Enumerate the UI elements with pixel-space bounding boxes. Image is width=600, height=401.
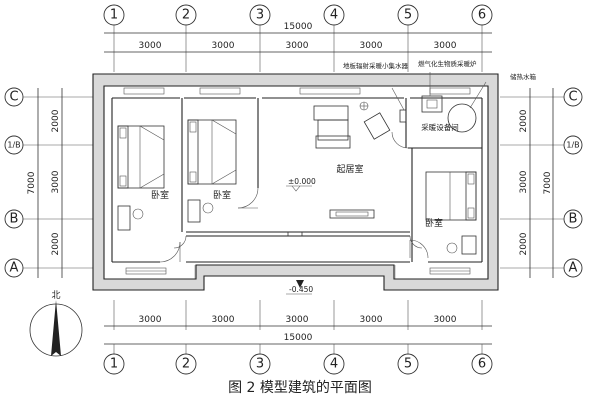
dim-top-4: 3000 xyxy=(360,41,383,51)
svg-text:5: 5 xyxy=(404,8,412,23)
svg-text:C: C xyxy=(568,90,577,105)
windows xyxy=(123,87,471,275)
svg-text:6: 6 xyxy=(478,357,486,372)
water-tank-icon xyxy=(447,103,477,133)
manifold-icon xyxy=(399,109,407,123)
north-label: 北 xyxy=(51,290,60,301)
svg-text:6: 6 xyxy=(478,8,486,23)
desks xyxy=(117,199,477,255)
total-depth-left: 7000 xyxy=(27,171,37,194)
annotation-floor-heating: 地板辐射采暖小集水器 xyxy=(343,61,409,70)
axis-bubble-top-5: 5 xyxy=(397,4,419,26)
dim-left-3: 2000 xyxy=(51,232,61,255)
axis-bubble-bottom-5: 5 xyxy=(397,353,419,375)
dim-bottom-1: 3000 xyxy=(139,315,162,325)
right-dimension-lines: 2000 3000 2000 7000 xyxy=(500,88,564,278)
bed-right xyxy=(425,171,477,221)
axis-bubble-right-B: B xyxy=(563,209,583,229)
axis-bubble-bottom-6: 6 xyxy=(471,353,493,375)
svg-text:1: 1 xyxy=(110,357,118,372)
svg-text:C: C xyxy=(9,90,18,105)
north-arrow: 北 xyxy=(29,290,83,357)
bed-left-1 xyxy=(117,125,165,189)
axis-bubble-top-2: 2 xyxy=(175,4,197,26)
svg-text:B: B xyxy=(569,212,578,227)
svg-text:4: 4 xyxy=(330,8,338,23)
dim-bottom-2: 3000 xyxy=(212,315,235,325)
axis-bubble-left-C: C xyxy=(4,87,24,107)
dim-right-1: 2000 xyxy=(519,109,529,132)
svg-text:-0.450: -0.450 xyxy=(289,285,313,294)
svg-text:2: 2 xyxy=(182,8,190,23)
bottom-column-axis-bubbles: 1 2 3 4 5 6 xyxy=(103,353,493,375)
svg-text:±0.000: ±0.000 xyxy=(288,177,316,186)
right-row-axis-bubbles: C 1/B B A xyxy=(563,87,583,278)
axis-bubble-top-3: 3 xyxy=(249,4,271,26)
svg-text:1/B: 1/B xyxy=(7,141,20,150)
axis-bubble-right-C: C xyxy=(563,87,583,107)
total-width-top: 15000 xyxy=(284,22,313,32)
svg-text:2: 2 xyxy=(182,357,190,372)
dim-right-3: 2000 xyxy=(519,232,529,255)
dim-bottom-3: 3000 xyxy=(286,315,309,325)
level-mark-ground: -0.450 xyxy=(286,280,313,295)
axis-bubble-top-1: 1 xyxy=(103,4,125,26)
dim-top-2: 3000 xyxy=(212,41,235,51)
room-label-equipment: 采暖设备间 xyxy=(421,122,459,132)
axis-bubble-left-A: A xyxy=(4,258,24,278)
bed-left-2 xyxy=(187,119,237,185)
axis-bubble-bottom-4: 4 xyxy=(323,353,345,375)
room-label-bedroom-2: 卧室 xyxy=(213,189,231,201)
building-outline xyxy=(92,73,499,291)
annotation-water-tank: 储热水箱 xyxy=(510,72,537,81)
left-dimension-lines: 7000 2000 3000 2000 xyxy=(23,88,100,278)
figure-caption: 图 2 模型建筑的平面图 xyxy=(228,380,372,396)
dim-left-1: 2000 xyxy=(51,109,61,132)
axis-bubble-top-6: 6 xyxy=(471,4,493,26)
dim-top-1: 3000 xyxy=(139,41,162,51)
room-label-living: 起居室 xyxy=(336,163,363,175)
svg-text:A: A xyxy=(10,261,19,276)
top-column-axis-bubbles: 1 2 3 4 5 6 xyxy=(103,4,493,26)
svg-text:B: B xyxy=(10,212,19,227)
left-row-axis-bubbles: C 1/B B A xyxy=(4,87,24,278)
equipment-room-items xyxy=(391,72,487,133)
room-label-bedroom-1: 卧室 xyxy=(151,189,169,201)
svg-text:4: 4 xyxy=(330,357,338,372)
dim-right-2: 3000 xyxy=(519,170,529,193)
room-label-bedroom-3: 卧室 xyxy=(425,217,443,229)
sofa-set xyxy=(313,101,391,149)
doors xyxy=(159,131,429,263)
total-depth-right: 7000 xyxy=(543,171,553,194)
floor-plan-diagram: 1 2 3 4 5 6 15000 3000 3000 3000 3000 30… xyxy=(4,4,583,375)
tv-cabinet xyxy=(329,209,375,219)
svg-text:1: 1 xyxy=(110,8,118,23)
svg-text:3: 3 xyxy=(256,357,264,372)
axis-bubble-right-A: A xyxy=(563,258,583,278)
annotation-boiler: 燃气化生物质采暖炉 xyxy=(418,59,477,68)
dim-bottom-5: 3000 xyxy=(434,315,457,325)
axis-bubble-left-B: B xyxy=(4,209,24,229)
bottom-dimension-lines: 3000 3000 3000 3000 3000 15000 xyxy=(104,300,492,354)
axis-bubble-bottom-1: 1 xyxy=(103,353,125,375)
dim-left-2: 3000 xyxy=(51,170,61,193)
total-width-bottom: 15000 xyxy=(284,333,313,343)
boiler-icon xyxy=(421,95,443,113)
axis-bubble-left-1B: 1/B xyxy=(4,135,24,155)
dim-top-3: 3000 xyxy=(286,41,309,51)
dim-bottom-4: 3000 xyxy=(360,315,383,325)
axis-bubble-bottom-2: 2 xyxy=(175,353,197,375)
top-dimension-lines: 15000 3000 3000 3000 3000 3000 xyxy=(104,22,492,72)
axis-bubble-right-1B: 1/B xyxy=(563,135,583,155)
axis-bubble-bottom-3: 3 xyxy=(249,353,271,375)
svg-text:1/B: 1/B xyxy=(566,141,579,150)
svg-text:5: 5 xyxy=(404,357,412,372)
dim-top-5: 3000 xyxy=(434,41,457,51)
svg-text:A: A xyxy=(569,261,578,276)
level-mark-floor: ±0.000 xyxy=(286,177,316,192)
axis-bubble-top-4: 4 xyxy=(323,4,345,26)
svg-text:3: 3 xyxy=(256,8,264,23)
